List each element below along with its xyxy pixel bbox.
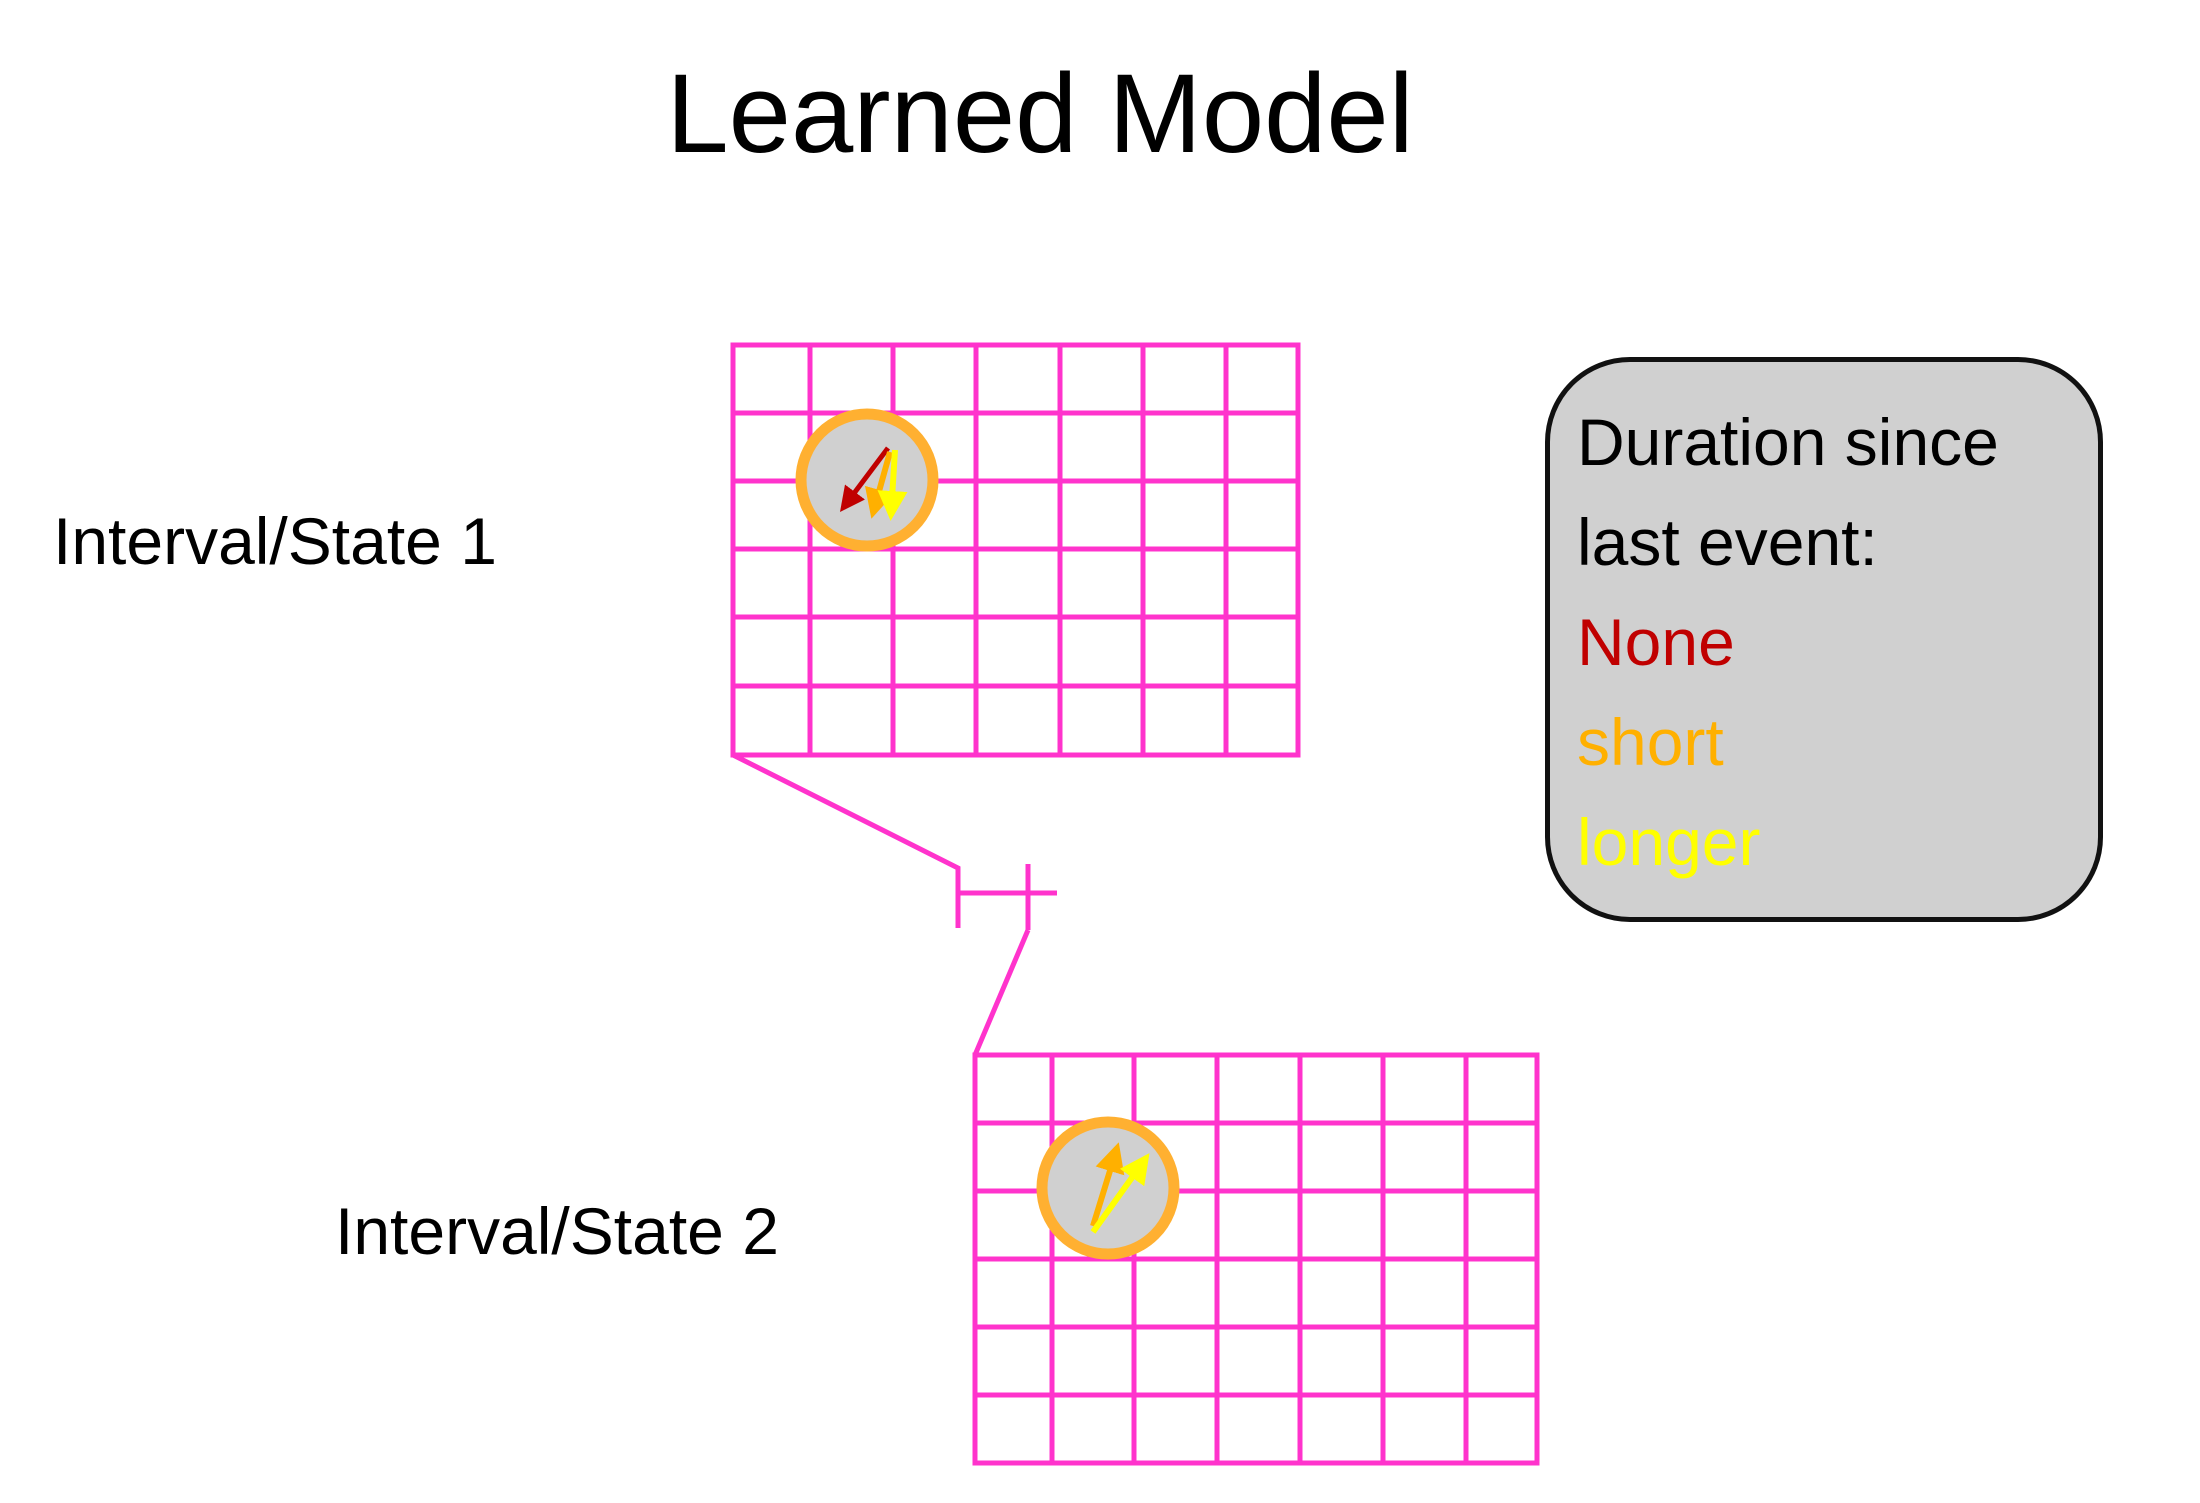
duration-legend: Duration since last event: None short lo… bbox=[1545, 357, 2103, 922]
legend-heading-line-1: Duration since bbox=[1577, 405, 1999, 479]
legend-item-longer: longer bbox=[1577, 805, 1761, 879]
legend-item-none: None bbox=[1577, 605, 1735, 679]
state-2-label: Interval/State 2 bbox=[335, 1194, 779, 1268]
transition-connector bbox=[731, 752, 1057, 1056]
legend-item-short: short bbox=[1577, 705, 1724, 779]
state-1-grid bbox=[730, 342, 1301, 758]
state-2-direction-marker bbox=[1036, 1116, 1180, 1260]
state-1-direction-marker bbox=[795, 408, 939, 552]
slide-title: Learned Model bbox=[666, 51, 1414, 176]
state-2-grid bbox=[972, 1052, 1540, 1466]
state-1-label: Interval/State 1 bbox=[53, 504, 497, 578]
legend-heading-line-2: last event: bbox=[1577, 505, 1878, 579]
